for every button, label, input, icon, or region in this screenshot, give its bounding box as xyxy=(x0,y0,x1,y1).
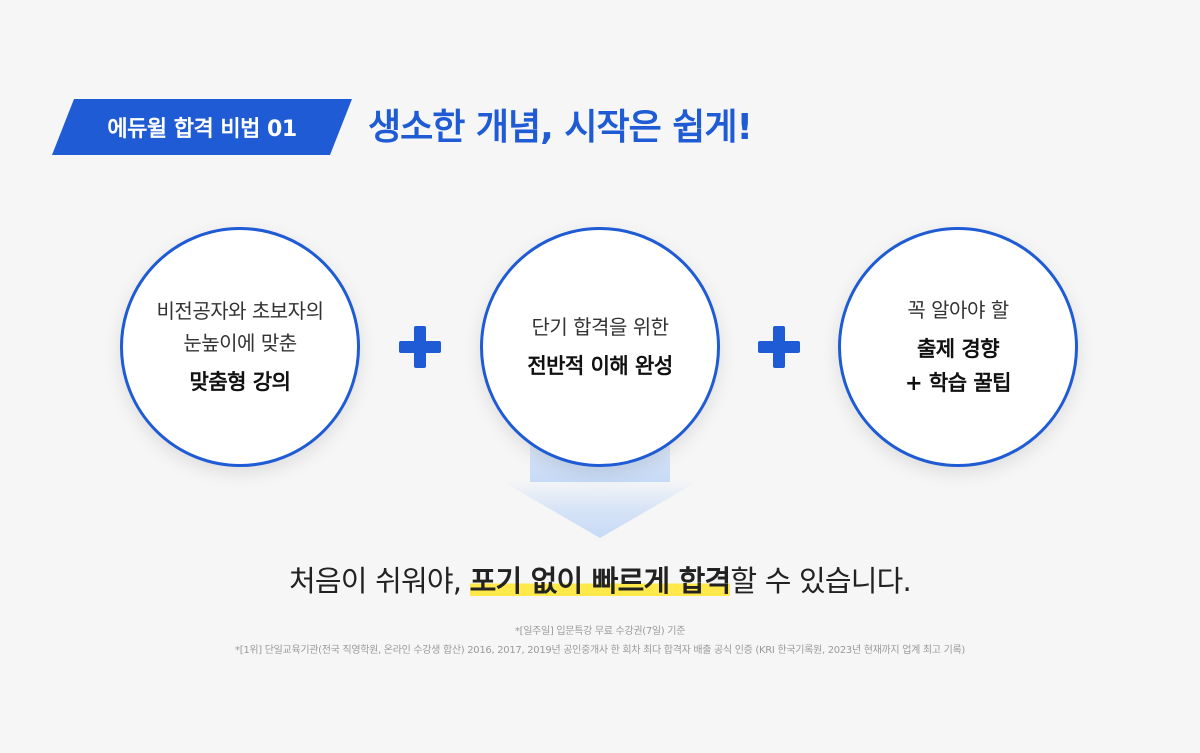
section-badge: 에듀윌 합격 비법 01 xyxy=(52,99,352,155)
footnote: *[일주일] 입문특강 무료 수강권(7일) 기준 xyxy=(514,626,686,637)
feature-circle-exam-tips: 꼭 알아야 할 출제 경향 + 학습 꿀팁 xyxy=(838,227,1078,467)
feature-circle-custom-lecture: 비전공자와 초보자의 눈높이에 맞춘 맞춤형 강의 xyxy=(120,227,360,467)
circle-bold-text: + 학습 꿀팁 xyxy=(905,371,1012,395)
plus-icon xyxy=(758,326,800,368)
circle-text-line: 단기 합격을 위한 xyxy=(531,315,669,339)
page-headline: 생소한 개념, 시작은 쉽게! xyxy=(368,107,753,148)
tagline: 처음이 쉬워야, 포기 없이 빠르게 합격할 수 있습니다. xyxy=(0,558,1200,600)
badge-label: 에듀윌 합격 비법 01 xyxy=(107,117,297,142)
circle-bold-text: 출제 경향 xyxy=(916,337,1000,361)
circle-text-line: 눈높이에 맞춘 xyxy=(183,331,297,355)
tagline-before: 처음이 쉬워야, xyxy=(289,564,470,598)
circle-text-line: 꼭 알아야 할 xyxy=(907,298,1009,322)
tagline-after: 할 수 있습니다. xyxy=(730,564,911,598)
feature-circle-understanding: 단기 합격을 위한 전반적 이해 완성 xyxy=(480,227,720,467)
circle-text-line: 비전공자와 초보자의 xyxy=(156,299,324,323)
circle-bold-text: 맞춤형 강의 xyxy=(189,370,291,394)
circle-bold-text: 전반적 이해 완성 xyxy=(527,354,673,378)
plus-icon xyxy=(399,326,441,368)
footnote: *[1위] 단일교육기관(전국 직영학원, 온라인 수강생 합산) 2016, … xyxy=(235,645,965,656)
badge-parallelogram-shape xyxy=(52,99,352,155)
tagline-highlight: 포기 없이 빠르게 합격 xyxy=(469,564,731,598)
